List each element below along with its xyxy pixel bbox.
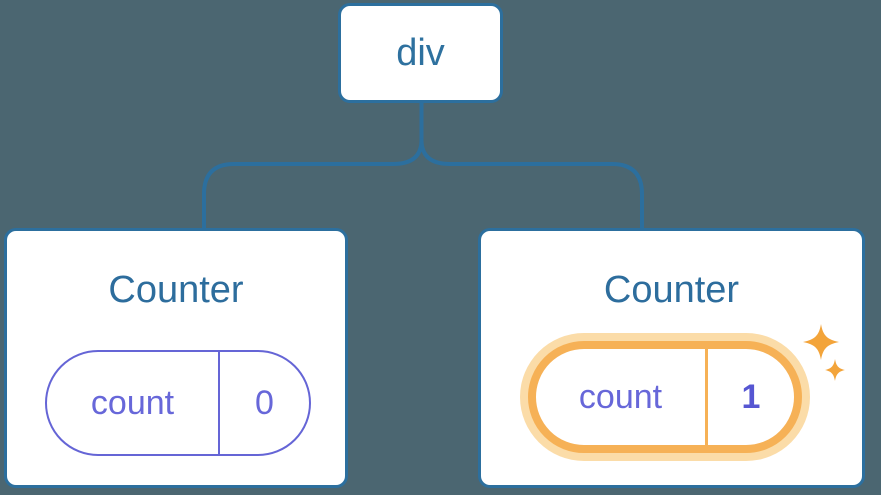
connector-left-branch (202, 101, 424, 231)
sparkles-icon (803, 324, 845, 381)
component-card-counter-left: Counter count 0 (4, 228, 348, 488)
sparkle-small (825, 359, 845, 381)
state-key-label: count (578, 377, 663, 416)
state-pill-highlighted: count 1 (528, 341, 802, 453)
state-key-cell: count (536, 349, 708, 445)
component-title: Counter (108, 269, 244, 311)
connector-right-branch (419, 138, 644, 231)
state-value: 1 (741, 377, 761, 416)
sparkle-large (803, 324, 839, 360)
root-node: div (338, 3, 503, 103)
state-value-cell: 1 (708, 349, 794, 445)
state-value-cell: 0 (220, 352, 309, 454)
state-pill: count 0 (45, 350, 311, 456)
state-key-cell: count (47, 352, 220, 454)
component-card-counter-right: Counter count 1 (478, 228, 865, 488)
root-node-label: div (396, 31, 445, 74)
component-title: Counter (603, 269, 740, 311)
state-key-label: count (90, 383, 175, 422)
state-value: 0 (255, 383, 274, 422)
